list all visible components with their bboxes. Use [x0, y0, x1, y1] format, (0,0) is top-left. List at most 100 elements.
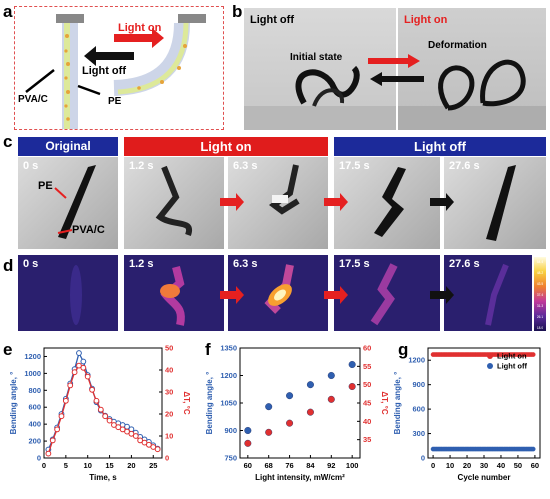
data-point — [54, 426, 61, 433]
panel-b-light-off: Light off — [250, 14, 294, 26]
legend-label: Light on — [497, 352, 527, 361]
y2-tick-label: 45 — [363, 399, 371, 408]
colorbar-tick: 31.3 — [537, 304, 543, 308]
label-c-pe: PE — [38, 180, 53, 192]
data-point — [530, 352, 536, 357]
x-tick-label: 20 — [463, 461, 471, 470]
data-point — [265, 403, 273, 411]
data-point — [119, 426, 126, 433]
y2-axis-label: ΔT, °C — [380, 391, 389, 414]
panel-g-label: g — [398, 340, 409, 359]
thermal-d-2 — [228, 255, 328, 331]
y-axis-label: Bending angle, ° — [9, 372, 18, 435]
panel-b-initial: Initial state — [290, 52, 343, 63]
photo-c-2 — [228, 157, 328, 249]
panel-c-label: c — [3, 132, 13, 151]
data-point — [530, 446, 536, 452]
panel-b-light-on: Light on — [404, 14, 448, 26]
data-point — [137, 437, 144, 444]
panel-a-light-off: Light off — [82, 65, 126, 77]
data-point — [124, 428, 130, 435]
y-tick-label: 1200 — [220, 371, 237, 380]
panel-b-label: b — [232, 2, 243, 21]
time-d-4: 27.6 s — [449, 258, 480, 270]
colorbar-tick: 26.1 — [537, 315, 543, 319]
panel-b-photo-off — [244, 8, 396, 130]
panel-b-deformation: Deformation — [428, 40, 487, 51]
photo-c-3 — [334, 157, 440, 249]
x-tick-label: 10 — [84, 461, 92, 470]
thermal-d-1 — [124, 255, 224, 331]
y-tick-label: 600 — [412, 405, 425, 414]
legend-marker — [487, 363, 493, 369]
y2-tick-label: 40 — [165, 366, 173, 375]
y-tick-label: 0 — [37, 454, 41, 463]
ribbon-deformation — [398, 59, 546, 130]
data-point — [327, 395, 335, 403]
y-tick-label: 1200 — [24, 352, 41, 361]
y2-tick-label: 0 — [165, 454, 169, 463]
data-point — [102, 413, 109, 420]
y-tick-label: 900 — [224, 426, 237, 435]
data-point — [286, 392, 294, 400]
y-tick-label: 900 — [412, 380, 425, 389]
data-point — [76, 350, 82, 356]
data-point — [89, 386, 95, 393]
y-tick-label: 600 — [28, 403, 41, 412]
y2-tick-label: 30 — [165, 388, 173, 397]
y2-axis-label: ΔT, °C — [182, 391, 191, 414]
panel-b-photo-on — [398, 8, 546, 130]
data-point — [132, 433, 139, 439]
photo-c-4 — [444, 157, 546, 249]
y-axis-label: Bending angle, ° — [205, 372, 214, 435]
data-point — [80, 364, 87, 371]
x-tick-label: 0 — [42, 461, 46, 470]
time-d-3: 17.5 s — [339, 258, 370, 270]
legend-label: Light off — [497, 362, 527, 371]
data-point — [84, 373, 91, 380]
time-c-0: 0 s — [23, 160, 39, 172]
colorbar-tick: 48.2 — [537, 271, 543, 275]
data-point — [58, 413, 65, 420]
x-tick-label: 30 — [480, 461, 488, 470]
panel-a-label: a — [3, 2, 13, 21]
data-point — [244, 426, 252, 434]
data-point — [45, 450, 52, 457]
panel-a-schematic — [25, 14, 206, 129]
y-tick-label: 400 — [28, 420, 41, 429]
data-point — [306, 381, 314, 389]
data-point — [106, 417, 113, 424]
data-point — [93, 397, 100, 404]
x-tick-label: 40 — [497, 461, 505, 470]
data-point — [145, 441, 152, 448]
data-point — [97, 406, 104, 413]
data-point — [348, 361, 356, 369]
panel-d-label: d — [3, 256, 14, 275]
time-c-2: 6.3 s — [233, 160, 258, 172]
panel-a-pvac: PVA/C — [18, 94, 48, 105]
header-original: Original — [18, 137, 118, 156]
x-tick-label: 100 — [346, 461, 359, 470]
panel-a-light-on: Light on — [118, 22, 162, 34]
y2-tick-label: 10 — [165, 432, 173, 441]
time-c-1: 1.2 s — [129, 160, 154, 172]
data-point — [71, 369, 78, 376]
x-tick-label: 92 — [327, 461, 335, 470]
colorbar-tick: 18.0 — [537, 326, 543, 330]
data-point — [76, 362, 82, 369]
x-tick-label: 60 — [531, 461, 539, 470]
y-tick-label: 1050 — [220, 399, 237, 408]
panel-d-arrows — [220, 286, 454, 304]
time-c-4: 27.6 s — [449, 160, 480, 172]
y-tick-label: 800 — [28, 386, 41, 395]
x-axis-label: Cycle number — [458, 473, 511, 482]
light-on-arrow — [114, 28, 164, 48]
time-d-2: 6.3 s — [233, 258, 258, 270]
colorbar-tick: 37.4 — [537, 293, 543, 297]
y2-tick-label: 35 — [363, 435, 371, 444]
y2-tick-label: 60 — [363, 344, 371, 353]
y-tick-label: 0 — [421, 454, 425, 463]
thermal-d-3 — [334, 255, 440, 331]
